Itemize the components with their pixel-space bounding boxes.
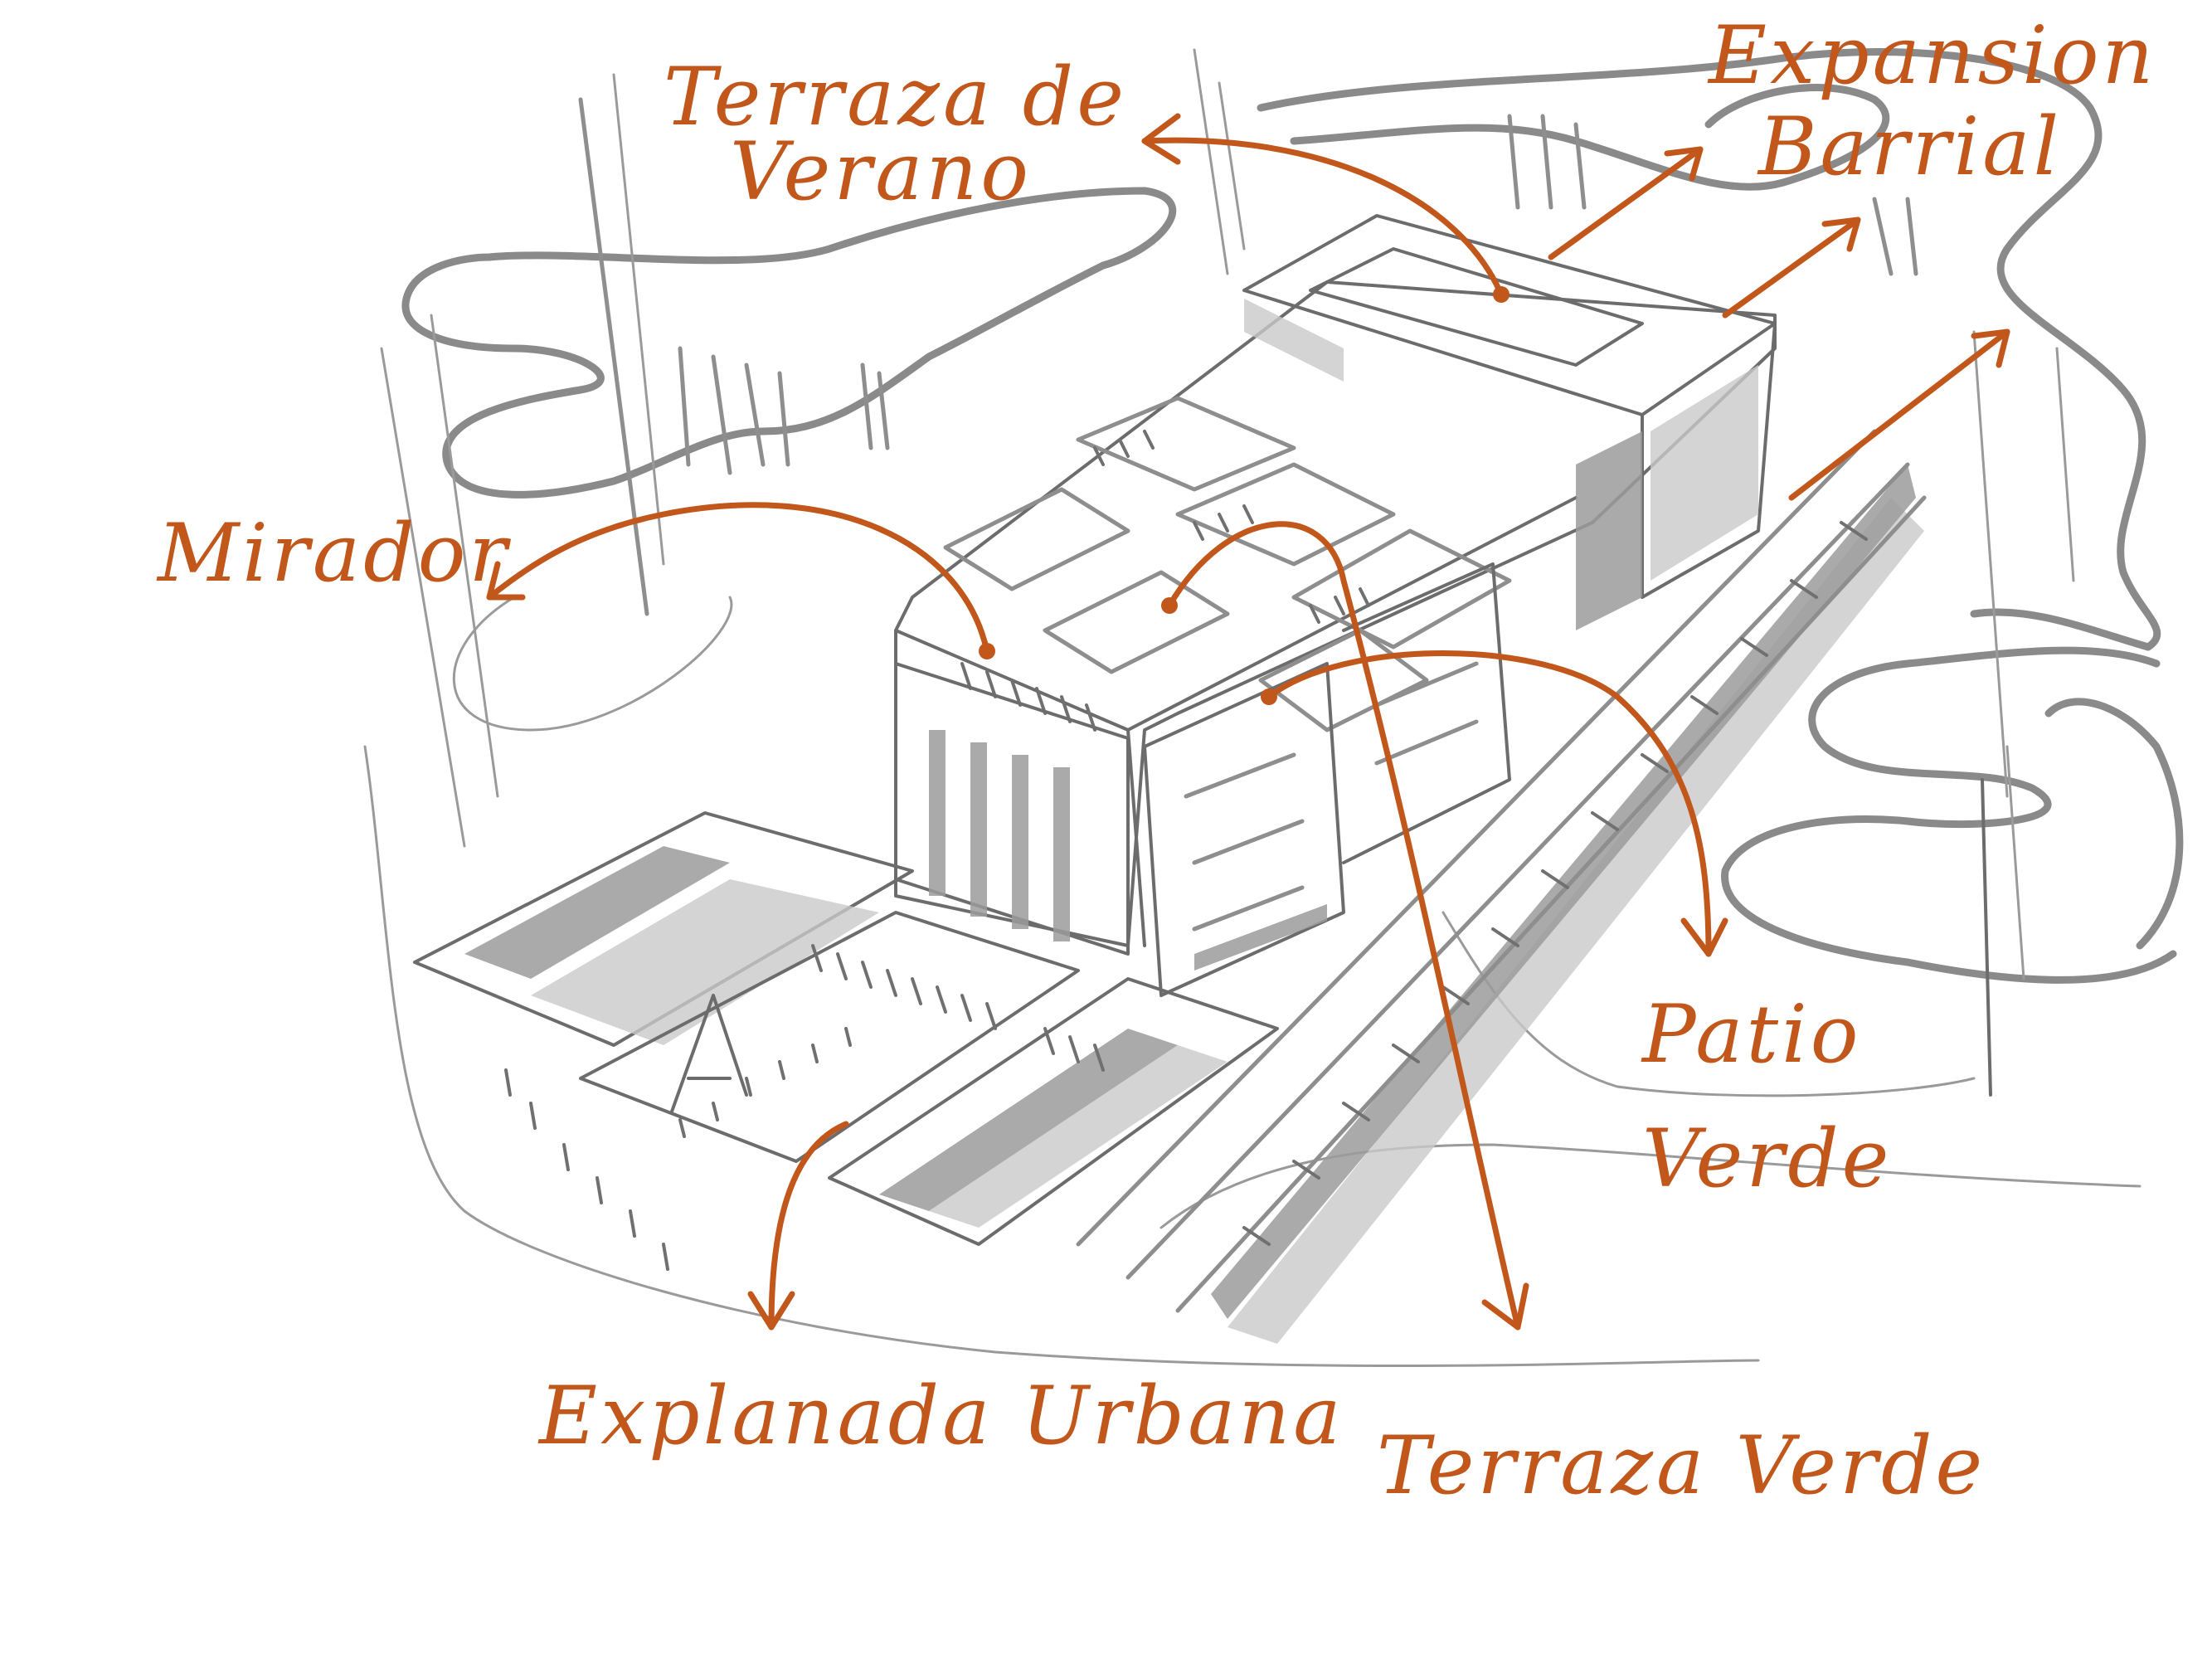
building xyxy=(413,214,1927,1344)
tree-scribble-right-bottom xyxy=(1721,646,2177,984)
label-explanada-urbana: Explanada Urbana xyxy=(537,1370,1344,1462)
label-expansion-barrial-line1: Expansion xyxy=(1707,9,2156,102)
facade-columns xyxy=(929,730,1070,941)
label-patio-verde-line1: Patio xyxy=(1641,988,1862,1081)
arrow-explanada-urbana xyxy=(768,1121,849,1331)
label-terraza-verde: Terraza Verde xyxy=(1377,1419,1986,1512)
arrow-terraza-verde xyxy=(1166,521,1521,1331)
arrow-expansion-barrial-2 xyxy=(1722,216,1861,319)
plaza-tree xyxy=(670,994,748,1113)
arrow-terraza-de-verano xyxy=(1141,137,1505,298)
plaza-right xyxy=(828,977,1279,1246)
arrow-expansion-barrial-3 xyxy=(1788,328,2010,501)
plaza-dots xyxy=(504,1027,852,1271)
arrow-mirador xyxy=(486,502,990,654)
label-patio-verde-line2: Verde xyxy=(1642,1112,1892,1205)
label-mirador: Mirador xyxy=(156,507,511,600)
ground-oval xyxy=(452,596,733,732)
plaza-front xyxy=(579,911,1080,1163)
label-terraza-de-verano-line1: Terraza de xyxy=(664,51,1127,144)
tree-scribble-right-top xyxy=(1257,48,2161,651)
top-volume xyxy=(1242,214,1777,416)
background-scribbles xyxy=(363,48,2184,1368)
tree-scribble-right-lower xyxy=(2044,698,2184,950)
arrow-expansion-barrial-1 xyxy=(1548,146,1704,260)
plaza-left xyxy=(413,811,914,1047)
label-expansion-barrial-line2: Barrial xyxy=(1757,100,2062,193)
tree-scribble-right-mid xyxy=(1290,84,1890,191)
tree-trunks xyxy=(380,48,2075,1097)
annotation-arrows xyxy=(486,113,2010,1331)
arrow-patio-verde xyxy=(1266,650,1712,957)
ground-line-left xyxy=(363,745,1760,1368)
annotation-labels: Terraza de Verano Expansion Barrial Mira… xyxy=(156,9,2156,1512)
front-facade xyxy=(894,662,1130,956)
label-terraza-de-verano-line2: Verano xyxy=(730,125,1032,218)
ground-line-right xyxy=(1159,1143,2142,1229)
tree-scribble-left xyxy=(401,187,1177,499)
